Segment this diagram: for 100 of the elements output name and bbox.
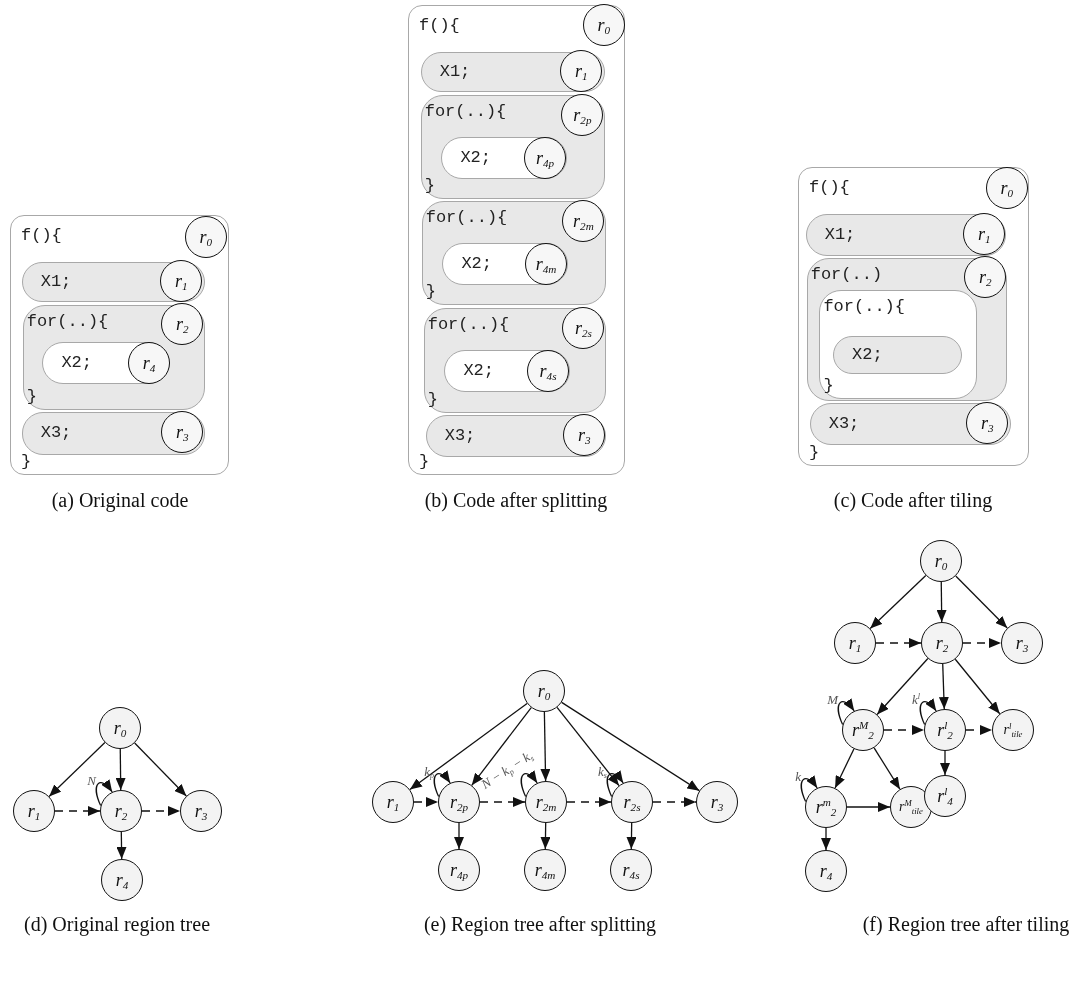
arrow: [471, 707, 532, 786]
code-text: }: [419, 452, 430, 472]
code-text: for(..): [810, 264, 883, 285]
loop-block: [423, 307, 606, 413]
tree-node-circle: [834, 622, 876, 664]
dashed-arrow: [141, 806, 181, 816]
code-text: }: [26, 386, 37, 407]
code-text: X1;: [439, 61, 471, 82]
tree-node-circle: [13, 790, 55, 832]
region-label: r$_{2s}$: [574, 319, 592, 338]
function-block: [10, 215, 229, 475]
region-label: r$_{2m}$: [535, 793, 557, 811]
region-circle: [161, 303, 204, 346]
arrow: [936, 581, 947, 623]
arrow: [48, 741, 106, 798]
code-text: X3;: [444, 425, 476, 446]
region-circle: [963, 213, 1006, 256]
arrow: [940, 750, 950, 776]
arrow: [115, 748, 126, 791]
tree-node-circle: [525, 781, 567, 823]
region-label: r$_{2p}$: [573, 106, 592, 125]
code-text: for(..){: [425, 207, 508, 228]
tree-node-circle: [100, 790, 142, 832]
region-circle: [560, 50, 603, 93]
arrow: [846, 802, 891, 812]
subfigure-caption: (a) Original code: [50, 488, 190, 512]
region-circle: [562, 200, 605, 243]
region-label: r$_{4m}$: [534, 861, 556, 879]
region-circle: [985, 166, 1028, 209]
code-text: }: [809, 443, 820, 463]
arrow: [556, 706, 620, 787]
self-loop-arrow: [606, 770, 624, 798]
code-text: for(..){: [26, 311, 109, 332]
region-circle: [524, 137, 567, 180]
arrow: [626, 822, 637, 850]
region-circle: [562, 307, 605, 350]
region-circle: [561, 94, 604, 137]
region-circle: [161, 411, 204, 454]
region-label: r$_{2p}$: [449, 793, 469, 811]
code-text: X3;: [40, 423, 72, 444]
code-text: X3;: [828, 413, 860, 434]
tree-node-circle: [921, 622, 963, 664]
arrow: [134, 742, 187, 797]
arrow: [873, 747, 901, 790]
arrow: [561, 701, 700, 792]
statement-block: [805, 213, 1006, 256]
arrow: [938, 663, 949, 710]
region-circle: [160, 260, 203, 303]
region-label: r$_{4s}$: [539, 362, 557, 381]
region-label: r$_{2}$: [114, 802, 128, 820]
loop-block: [421, 200, 606, 305]
subfigure-caption: (f) Region tree after tiling: [861, 912, 1071, 936]
code-text: f(){: [419, 16, 460, 36]
dashed-arrow: [479, 797, 526, 807]
loop-block: [22, 304, 205, 410]
code-text: f(){: [21, 226, 62, 246]
function-block: [798, 167, 1029, 466]
tree-node-circle: [696, 781, 738, 823]
arrow: [116, 831, 127, 860]
region-label: r$_{2m}$: [573, 212, 594, 231]
dashed-arrow: [883, 725, 925, 735]
tree-node-circle: [99, 707, 141, 749]
region-label: r$_{4}$: [142, 354, 156, 373]
region-label: r$_{1}$: [978, 225, 991, 244]
region-label: r$_{2s}$: [623, 793, 641, 811]
loop-block: [819, 290, 978, 400]
edge-label: k: [795, 769, 801, 783]
dashed-arrow: [965, 725, 993, 735]
region-label: r$_{1}$: [848, 634, 862, 652]
region-label: r$_{4p}$: [535, 149, 555, 168]
region-label: r$_{0}$: [537, 682, 551, 700]
arrow: [540, 822, 551, 850]
arrow: [540, 711, 551, 782]
tree-node-circle: [805, 786, 847, 828]
code-text: X2;: [852, 345, 883, 366]
code-text: f(){: [809, 178, 850, 198]
region-label: r$_{3}$: [710, 793, 724, 811]
region-circle: [582, 3, 625, 46]
code-text: X2;: [463, 361, 494, 382]
region-circle: [527, 350, 570, 393]
code-text: X1;: [824, 224, 856, 245]
tree-node-circle: [1001, 622, 1043, 664]
tree-node-circle: [842, 709, 884, 751]
region-circle: [525, 243, 568, 286]
region-label: r$_{3}$: [194, 802, 208, 820]
region-label: r$_{1}$: [575, 62, 588, 81]
edge-label: M: [827, 692, 838, 706]
region-label: r$_{0}$: [1000, 178, 1013, 197]
subfigure-caption: (e) Region tree after splitting: [422, 912, 658, 936]
tree-node-circle: [438, 781, 480, 823]
arrow: [869, 574, 927, 630]
tree-node-circle: [101, 859, 143, 901]
statement-block: [809, 402, 1011, 445]
dashed-arrow: [652, 797, 697, 807]
tree-node-circle: [523, 670, 565, 712]
code-text: }: [21, 452, 32, 472]
tree-node-circle: [372, 781, 414, 823]
dashed-arrow: [566, 797, 612, 807]
tree-node-circle: [924, 709, 966, 751]
dashed-arrow: [962, 638, 1002, 648]
